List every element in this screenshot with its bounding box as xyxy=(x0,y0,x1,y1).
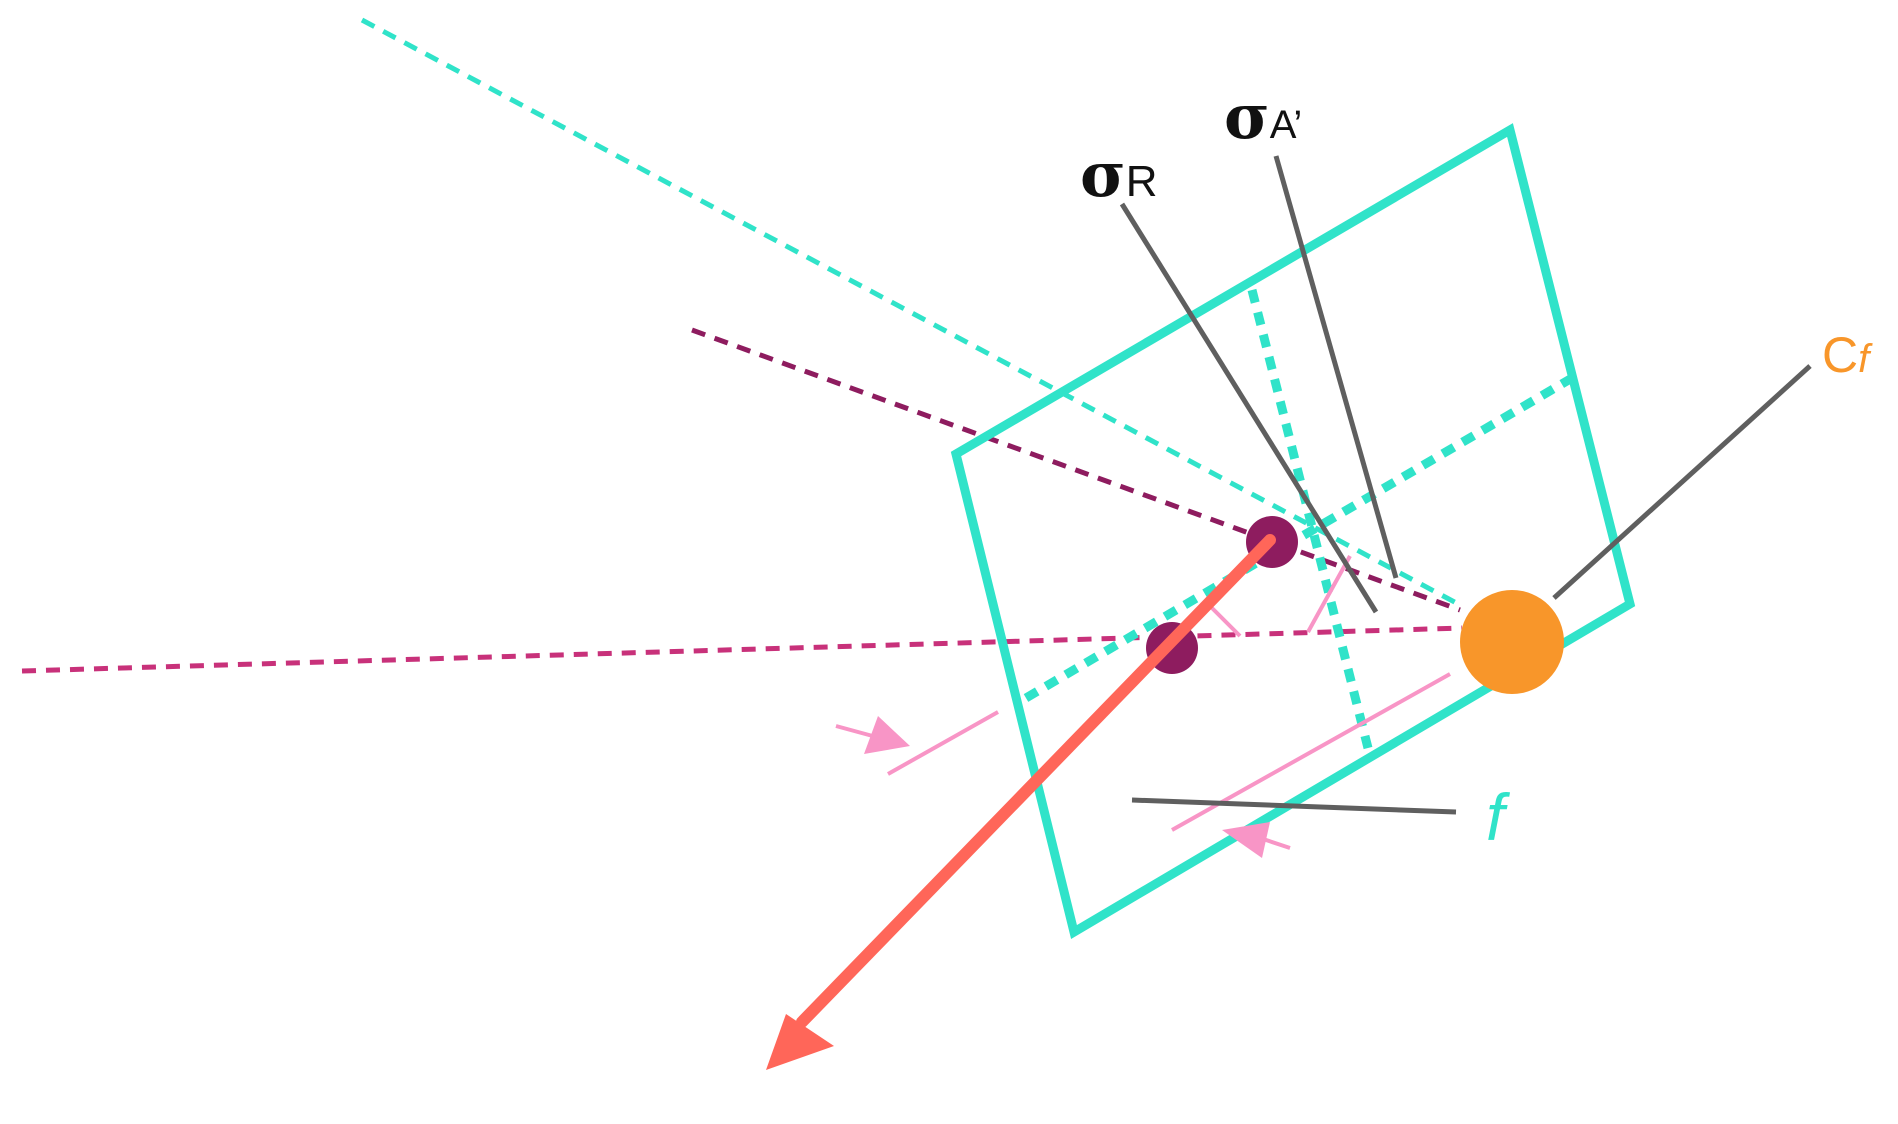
pink-arrow-bottom-head xyxy=(1222,822,1270,858)
label-cf: Cf xyxy=(1822,327,1873,383)
magenta-dotted-ray xyxy=(21,625,1463,674)
label-sigma-r-sub: R xyxy=(1126,157,1158,206)
pink-stroke-left xyxy=(887,710,999,776)
frame-rectangle xyxy=(950,123,1636,939)
leader-sigma-a xyxy=(1273,155,1399,579)
label-sigma-a-sub: A’ xyxy=(1270,103,1303,147)
teal-dotted-ray xyxy=(360,17,1464,609)
red-arrow-shaft xyxy=(796,534,1276,1028)
leader-sigma-r xyxy=(1119,202,1379,614)
pink-arrow-left-head xyxy=(864,716,910,754)
frame-axis-vertical xyxy=(1247,288,1373,750)
label-cf-main: C xyxy=(1822,327,1858,383)
dark-magenta-dotted-ray xyxy=(691,327,1461,613)
pink-tick-b xyxy=(1306,555,1352,633)
leader-cf xyxy=(1552,364,1812,600)
label-sigma-a-symbol: σ xyxy=(1224,80,1270,153)
red-arrow-head xyxy=(766,1014,834,1070)
pink-tick-a xyxy=(1206,602,1242,638)
label-sigma-r: σR xyxy=(1080,138,1158,211)
leader-f xyxy=(1131,797,1457,815)
center-point-cf xyxy=(1460,590,1564,694)
label-sigma-r-symbol: σ xyxy=(1080,138,1126,211)
label-cf-sub: f xyxy=(1858,337,1873,381)
label-sigma-a: σA’ xyxy=(1224,80,1302,153)
label-f: f xyxy=(1486,780,1511,854)
